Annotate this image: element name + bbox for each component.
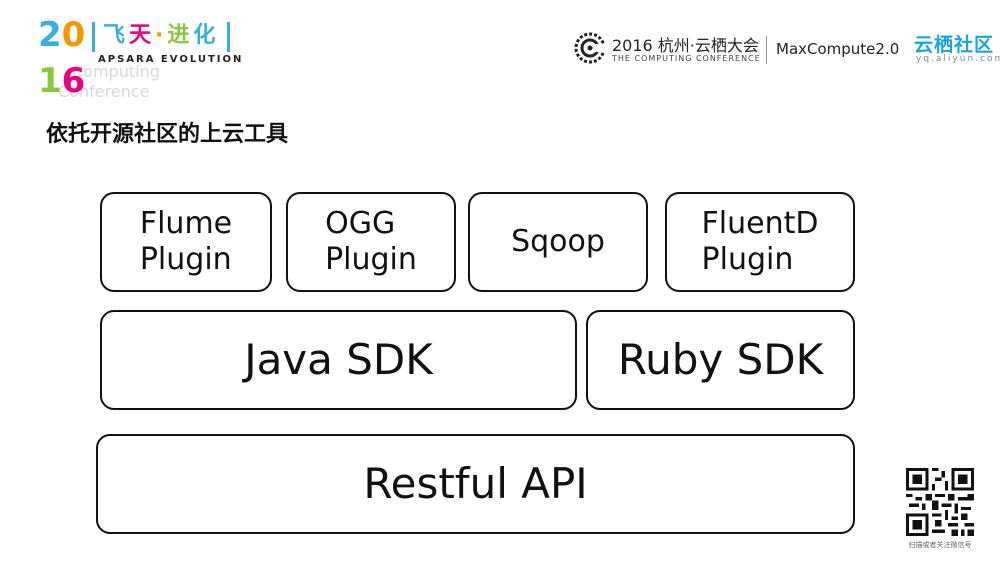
java-sdk-box: Java SDK <box>100 310 577 410</box>
brand-char: · <box>155 23 168 48</box>
qr-caption: 扫描或者关注微信号 <box>908 541 972 549</box>
brand-char: 飞 <box>103 23 130 48</box>
brand-title: 飞天·进化 <box>92 22 231 52</box>
year-digit: 2 <box>38 15 62 55</box>
brand-subtitle: APSARA EVOLUTION <box>98 54 244 65</box>
flume-plugin-box: Flume Plugin <box>100 192 272 292</box>
label-line: Sqoop <box>511 224 605 259</box>
box-label: Ruby SDK <box>617 334 824 384</box>
box-label: Sqoop <box>511 224 605 260</box>
conference-logo: 20 Computing Conference 16 飞天·进化 APSARA … <box>38 18 258 104</box>
sqoop-box: Sqoop <box>468 192 648 292</box>
year-bottom: 16 <box>38 64 85 98</box>
conference-subtitle: THE COMPUTING CONFERENCE <box>612 54 761 63</box>
box-label: Flume Plugin <box>140 206 232 278</box>
conference-year: 2016 杭州·云栖大会 <box>612 36 759 55</box>
faded-line-2: Conference <box>58 82 150 101</box>
year-digit: 6 <box>61 61 86 101</box>
box-label: FluentD Plugin <box>702 206 819 278</box>
header-right: 2016 杭州·云栖大会 THE COMPUTING CONFERENCE Ma… <box>570 30 1000 70</box>
community-url: yq.aliyun.com <box>916 54 1000 64</box>
community-name: 云栖社区 <box>914 34 995 56</box>
box-label: OGG Plugin <box>325 206 417 278</box>
year-top: 20 <box>38 18 85 52</box>
brand-char: 化 <box>193 23 220 48</box>
year-digit: 1 <box>38 61 62 101</box>
faded-conference-text: Computing Conference <box>58 62 160 102</box>
brand-char: 进 <box>167 23 194 48</box>
label-line: Plugin <box>701 242 794 277</box>
ruby-sdk-box: Ruby SDK <box>586 310 855 410</box>
qr-code-icon <box>906 468 974 536</box>
fluentd-plugin-box: FluentD Plugin <box>665 192 855 292</box>
year-digit: 0 <box>61 15 86 55</box>
ogg-plugin-box: OGG Plugin <box>286 192 456 292</box>
label-line: Plugin <box>139 242 232 277</box>
box-label: Restful API <box>363 458 588 508</box>
product-name: MaxCompute2.0 <box>776 40 900 58</box>
header-divider <box>766 36 767 64</box>
computing-conference-logo-icon <box>574 32 606 64</box>
label-line: OGG <box>325 206 396 241</box>
label-line: Plugin <box>325 242 417 277</box>
page-title: 依托开源社区的上云工具 <box>46 122 289 147</box>
restful-api-box: Restful API <box>96 434 855 534</box>
box-label: Java SDK <box>244 334 433 384</box>
faded-line-1: Computing <box>72 62 160 81</box>
label-line: FluentD <box>701 206 819 241</box>
brand-char: 天 <box>129 23 156 48</box>
label-line: Flume <box>139 206 233 241</box>
